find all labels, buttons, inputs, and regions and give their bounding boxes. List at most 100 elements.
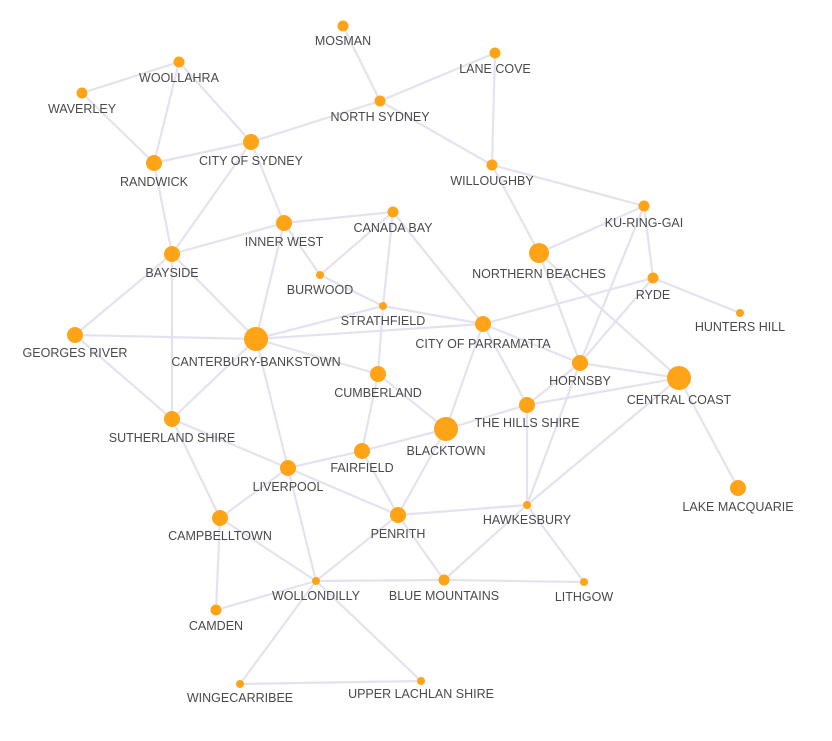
edge-city-of-parramatta-the-hills-shire	[482, 323, 528, 406]
edge-canada-bay-strathfield	[381, 211, 395, 307]
edge-the-hills-shire-blacktown	[445, 403, 528, 431]
node-label-ryde: RYDE	[636, 288, 671, 302]
edge-liverpool-penrith	[287, 466, 399, 517]
node-label-bayside: BAYSIDE	[145, 266, 198, 280]
edge-northern-beaches-hornsby	[537, 252, 582, 364]
node-lake-macquarie[interactable]	[730, 480, 746, 496]
edge-wollondilly-wingecarribee	[239, 580, 317, 685]
edge-city-of-sydney-inner-west	[249, 141, 286, 224]
node-sutherland-shire[interactable]	[164, 411, 180, 427]
node-wollondilly[interactable]	[312, 577, 320, 585]
edge-ryde-city-of-parramatta	[482, 276, 654, 326]
edge-strathfield-cumberland	[376, 305, 385, 375]
edge-strathfield-canterbury-bankstown	[255, 304, 384, 341]
edge-willoughby-northern-beaches	[491, 164, 540, 254]
node-canada-bay[interactable]	[387, 206, 399, 218]
edge-ryde-hunters-hill	[652, 276, 741, 315]
node-blacktown[interactable]	[434, 417, 458, 441]
node-georges-river[interactable]	[67, 327, 83, 343]
node-inner-west[interactable]	[276, 215, 292, 231]
node-randwick[interactable]	[146, 155, 162, 171]
node-label-ku-ring-gai: KU-RING-GAI	[605, 216, 683, 230]
node-bayside[interactable]	[164, 246, 180, 262]
edge-bayside-georges-river	[74, 253, 173, 336]
edge-layer	[74, 25, 741, 686]
node-label-campbelltown: CAMPBELLTOWN	[168, 529, 272, 543]
node-ku-ring-gai[interactable]	[638, 200, 650, 212]
node-blue-mountains[interactable]	[438, 574, 450, 586]
node-hawkesbury[interactable]	[523, 501, 531, 509]
edge-randwick-city-of-sydney	[153, 140, 252, 165]
edge-hornsby-hawkesbury	[525, 362, 582, 506]
node-label-northern-beaches: NORTHERN BEACHES	[472, 267, 606, 281]
edge-liverpool-campbelltown	[219, 467, 289, 519]
node-label-strathfield: STRATHFIELD	[341, 314, 426, 328]
node-strathfield[interactable]	[379, 302, 387, 310]
node-wingecarribee[interactable]	[236, 680, 244, 688]
node-label-blue-mountains: BLUE MOUNTAINS	[389, 589, 499, 603]
edge-willoughby-ku-ring-gai	[491, 163, 645, 208]
node-north-sydney[interactable]	[374, 95, 386, 107]
edge-wollondilly-camden	[215, 579, 317, 612]
node-campbelltown[interactable]	[212, 510, 228, 526]
edge-fairfield-penrith	[361, 450, 399, 516]
node-upper-lachlan-shire[interactable]	[417, 677, 425, 685]
node-label-wingecarribee: WINGECARRIBEE	[187, 691, 293, 705]
edge-strathfield-city-of-parramatta	[382, 304, 484, 326]
node-city-of-sydney[interactable]	[243, 134, 259, 150]
edge-hornsby-the-hills-shire	[526, 362, 581, 406]
node-label-upper-lachlan-shire: UPPER LACHLAN SHIRE	[348, 687, 494, 701]
edge-ku-ring-gai-northern-beaches	[538, 204, 645, 255]
node-woollahra[interactable]	[173, 56, 185, 68]
node-label-randwick: RANDWICK	[120, 175, 189, 189]
edge-north-sydney-willoughby	[379, 100, 493, 166]
edge-liverpool-wollondilly	[286, 467, 318, 582]
node-label-hawkesbury: HAWKESBURY	[483, 513, 572, 527]
edge-campbelltown-wollondilly	[219, 517, 317, 582]
node-willoughby[interactable]	[486, 159, 498, 171]
node-liverpool[interactable]	[280, 460, 296, 476]
node-waverley[interactable]	[76, 87, 88, 99]
node-central-coast[interactable]	[667, 366, 691, 390]
node-cumberland[interactable]	[370, 366, 386, 382]
edge-inner-west-canada-bay	[283, 210, 394, 225]
node-hornsby[interactable]	[572, 355, 588, 371]
node-label-canada-bay: CANADA BAY	[354, 221, 434, 235]
edge-wollondilly-blue-mountains	[315, 578, 445, 583]
node-label-lake-macquarie: LAKE MACQUARIE	[682, 500, 793, 514]
node-label-hunters-hill: HUNTERS HILL	[695, 320, 785, 334]
edge-fairfield-liverpool	[287, 449, 363, 470]
edge-canada-bay-city-of-parramatta	[392, 211, 484, 325]
edge-blacktown-fairfield	[361, 427, 447, 453]
edge-burwood-strathfield	[319, 274, 384, 307]
node-hunters-hill[interactable]	[736, 309, 744, 317]
edge-city-of-sydney-bayside	[171, 141, 252, 255]
node-the-hills-shire[interactable]	[519, 397, 535, 413]
node-ryde[interactable]	[647, 272, 659, 284]
node-label-central-coast: CENTRAL COAST	[627, 393, 732, 407]
edge-city-of-parramatta-canterbury-bankstown	[255, 322, 484, 341]
node-penrith[interactable]	[390, 507, 406, 523]
edge-cumberland-blacktown	[377, 373, 447, 430]
edge-hornsby-central-coast	[579, 361, 680, 380]
edge-sutherland-shire-campbelltown	[171, 418, 221, 519]
node-label-liverpool: LIVERPOOL	[253, 480, 324, 494]
node-label-canterbury-bankstown: CANTERBURY-BANKSTOWN	[171, 355, 340, 369]
node-lane-cove[interactable]	[489, 47, 501, 59]
node-fairfield[interactable]	[354, 443, 370, 459]
node-northern-beaches[interactable]	[529, 243, 549, 263]
edge-penrith-blue-mountains	[397, 514, 445, 581]
node-lithgow[interactable]	[580, 578, 588, 586]
node-burwood[interactable]	[316, 271, 324, 279]
edge-central-coast-hawkesbury	[526, 377, 680, 506]
node-city-of-parramatta[interactable]	[475, 316, 491, 332]
node-label-lithgow: LITHGOW	[555, 590, 614, 604]
edge-bayside-canterbury-bankstown	[171, 253, 257, 340]
edge-mosman-north-sydney	[342, 25, 381, 102]
edge-city-of-parramatta-blacktown	[444, 323, 485, 430]
node-camden[interactable]	[210, 604, 222, 616]
edge-blue-mountains-lithgow	[443, 578, 585, 584]
node-mosman[interactable]	[337, 20, 349, 32]
node-canterbury-bankstown[interactable]	[244, 327, 268, 351]
